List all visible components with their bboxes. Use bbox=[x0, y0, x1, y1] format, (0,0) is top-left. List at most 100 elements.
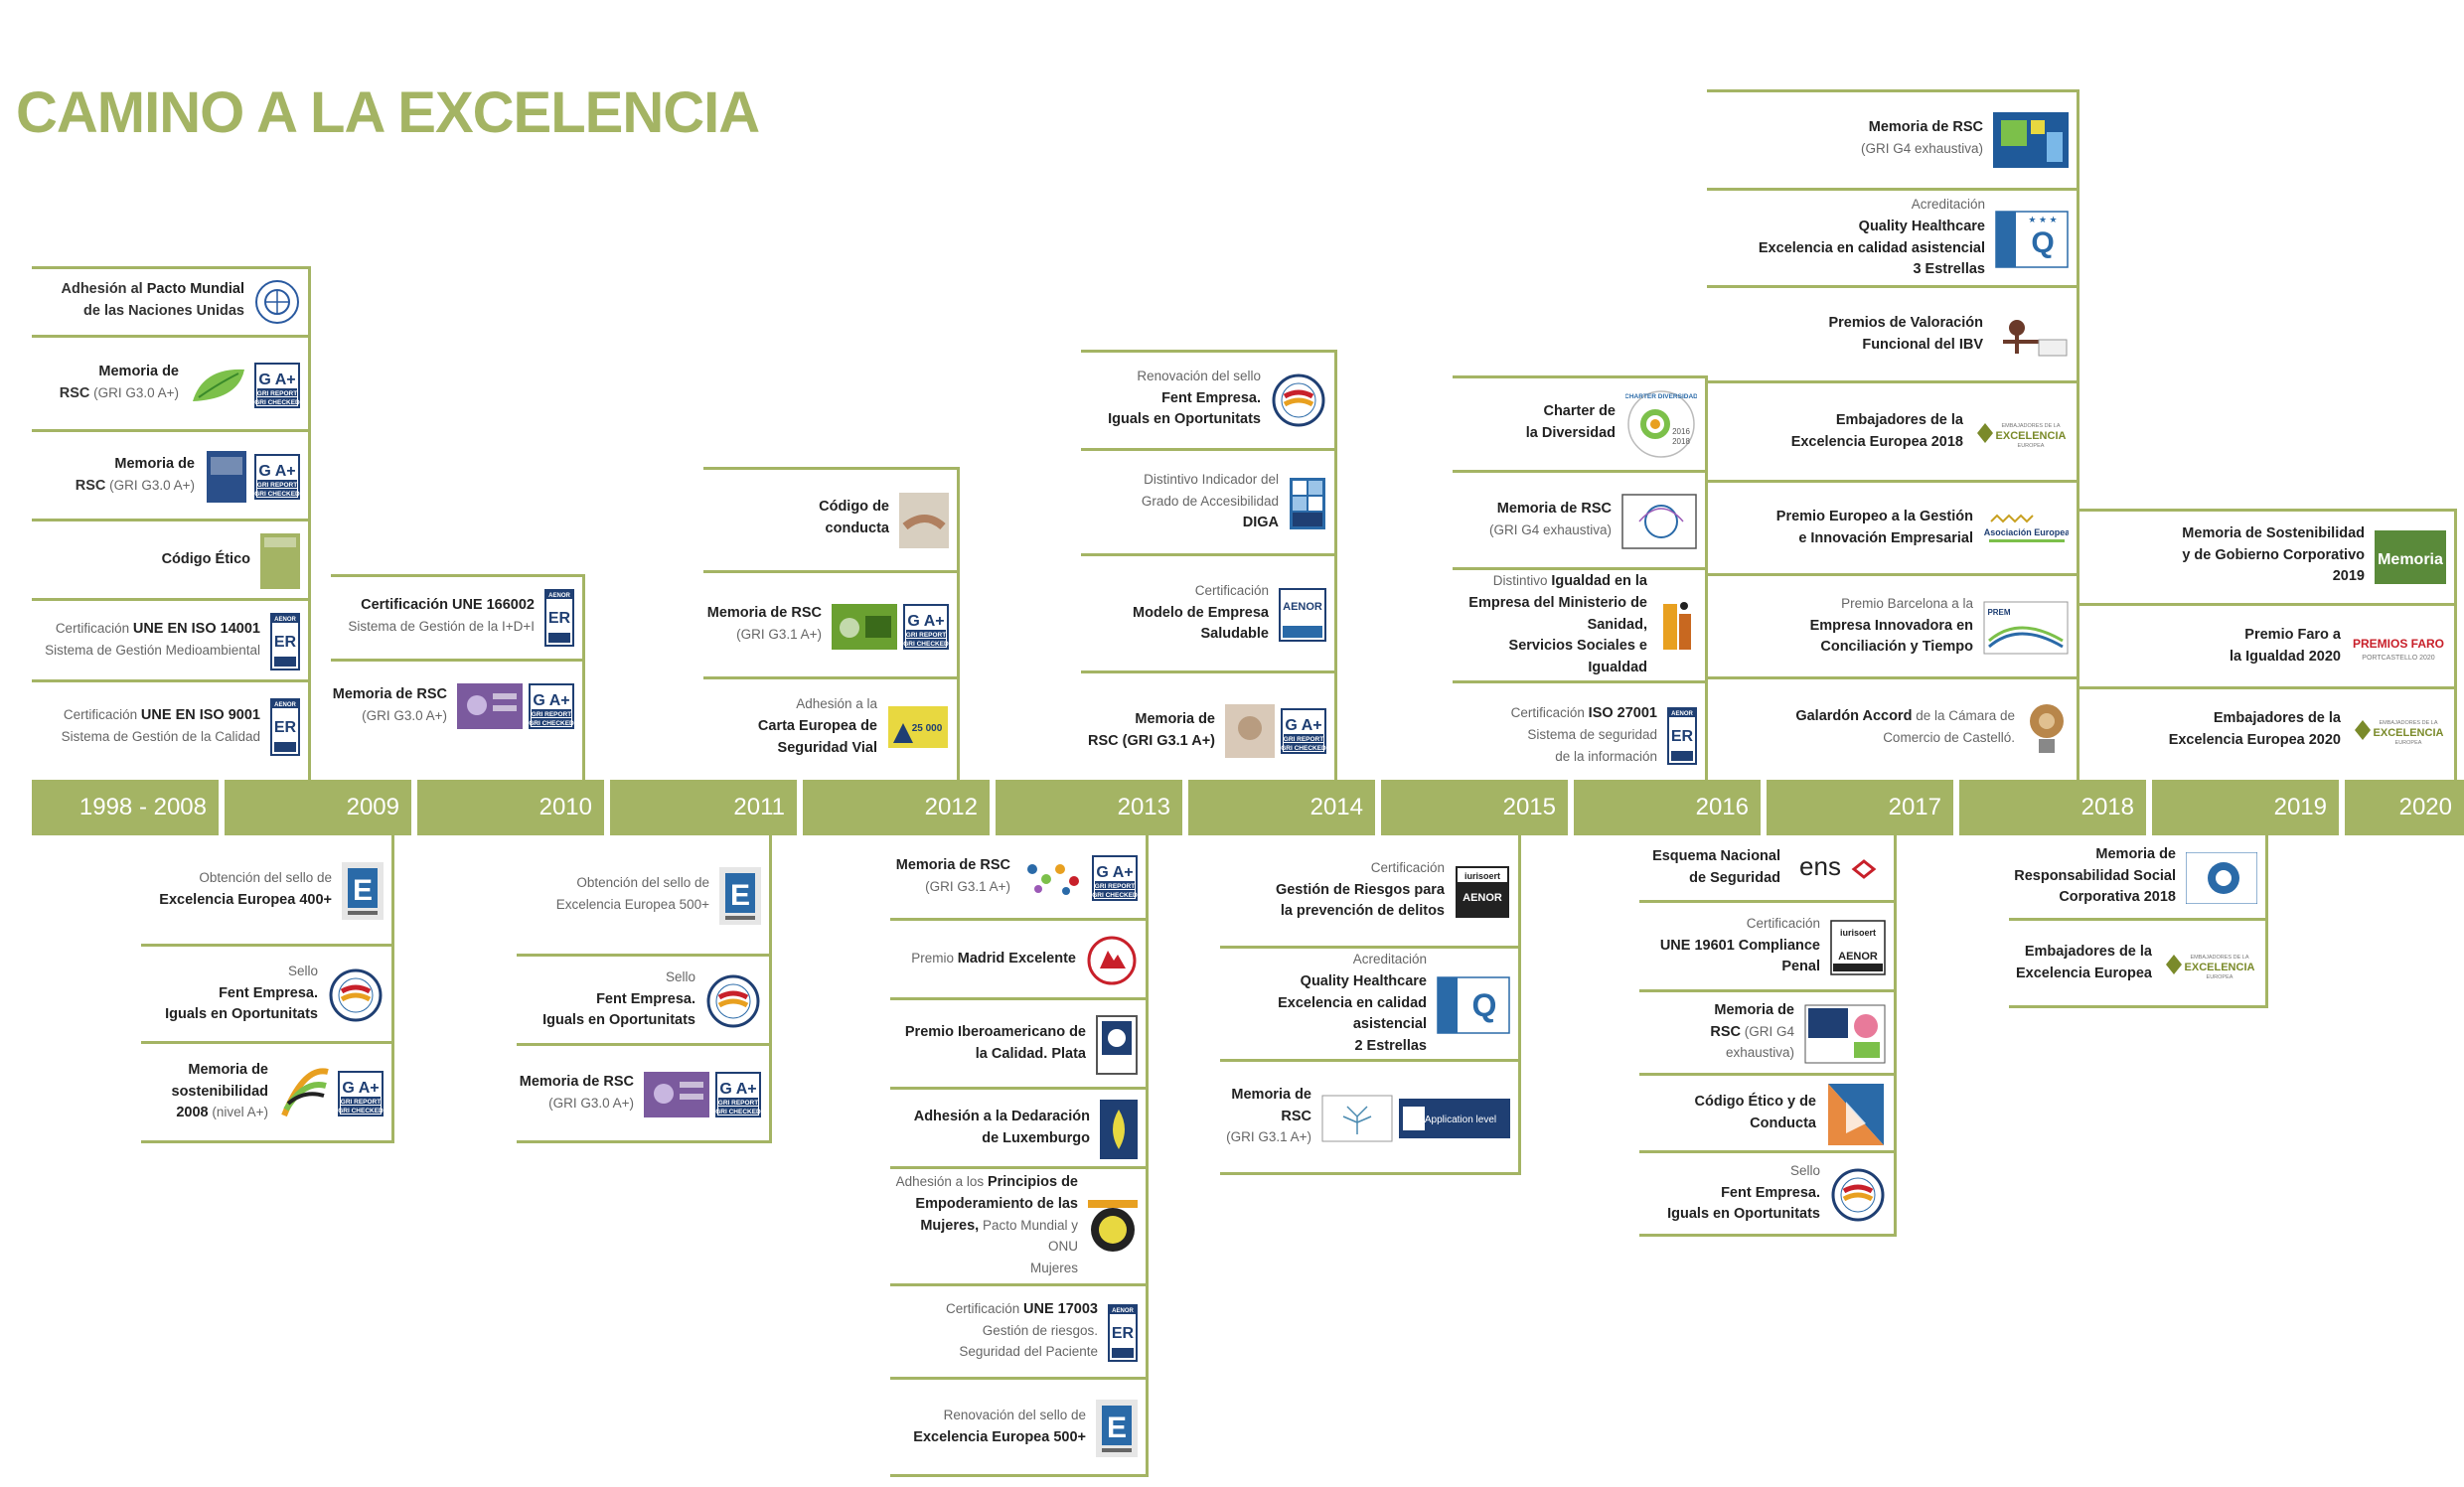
aenor-healthy-company-icon: AENOR bbox=[1279, 588, 1326, 642]
item-line: y de Gobierno Corporativo bbox=[2182, 545, 2365, 567]
svg-text:G A+: G A+ bbox=[342, 1080, 379, 1097]
item-text-span: Modelo de Empresa bbox=[1133, 604, 1269, 621]
item-text-span: Obtención del sello de bbox=[199, 869, 332, 885]
item-text-span: Certificación bbox=[1746, 915, 1820, 931]
item-text-span: Principios de bbox=[987, 1174, 1078, 1191]
item-text-span: Memoria de bbox=[98, 364, 179, 380]
item-text-span: Excelencia Europea 2020 bbox=[2168, 732, 2341, 748]
item-line: Conciliación y Tiempo bbox=[1820, 637, 1973, 659]
item-text-span: Certificación UNE 166002 bbox=[361, 596, 535, 613]
item-line: (GRI G4 exhaustiva) bbox=[1489, 520, 1612, 542]
timeline-item: Código Ético y de Conducta bbox=[1639, 1076, 1896, 1153]
item-text-span: Memoria de bbox=[188, 1061, 268, 1078]
item-text-span: Código Ético y de Conducta bbox=[1694, 1093, 1816, 1131]
item-text-span: Memoria de bbox=[1714, 1001, 1794, 1018]
item-text-span: e Innovación Empresarial bbox=[1798, 529, 1973, 546]
item-text-span: (GRI G3.1 A+) bbox=[925, 878, 1010, 894]
column-top-line bbox=[703, 467, 959, 470]
item-text-span: Sistema de seguridad bbox=[1527, 727, 1657, 743]
item-text-span: Iguals en Oportunitats bbox=[542, 1012, 695, 1029]
item-text-span: Iguals en Oportunitats bbox=[1108, 411, 1261, 428]
item-line: Galardón Accord de la Cámara de bbox=[1795, 706, 2015, 728]
item-text-span: Embajadores de la bbox=[1835, 411, 1963, 428]
column-line bbox=[2265, 835, 2268, 1008]
svg-text:Memoria: Memoria bbox=[2378, 551, 2443, 568]
svg-text:E: E bbox=[1107, 1412, 1127, 1444]
item-text-span: Sello bbox=[287, 963, 318, 978]
rsc-report-blue-icon bbox=[1993, 112, 2069, 168]
item-text-span: Empoderamiento de las bbox=[915, 1195, 1078, 1212]
tree-report-icon bbox=[1321, 1095, 1393, 1142]
equality-distinction-icon bbox=[1657, 598, 1697, 656]
item-text-span: Excelencia en calidad asistencial bbox=[1758, 239, 1985, 256]
svg-text:GRI REPORT: GRI REPORT bbox=[1284, 736, 1323, 743]
year-2011: 2011 bbox=[610, 780, 797, 835]
item-line: Memoria de RSC bbox=[707, 603, 822, 625]
column-top-line bbox=[32, 266, 310, 269]
svg-text:E: E bbox=[730, 879, 750, 912]
year-2017: 2017 bbox=[1767, 780, 1953, 835]
item-text-span: Excelencia Europea 500+ bbox=[555, 896, 709, 912]
year-2018: 2018 bbox=[1959, 780, 2146, 835]
year-2016: 2016 bbox=[1574, 780, 1761, 835]
item-text-span: 2008 bbox=[176, 1105, 209, 1121]
year-2013: 2013 bbox=[996, 780, 1182, 835]
item-text-span: Premio bbox=[911, 950, 958, 966]
item-line: de Seguridad bbox=[1689, 868, 1780, 890]
item-line: Fent Empresa. bbox=[219, 983, 318, 1005]
item-text: Memoria de RSC(GRI G4 exhaustiva) bbox=[1489, 473, 1612, 567]
item-text-span: Sistema de Gestión de la I+D+I bbox=[348, 618, 535, 634]
item-text-span: Empresa Innovadora en bbox=[1809, 617, 1973, 634]
item-line: Memoria de bbox=[98, 362, 179, 383]
item-text-span: Grado de Accesibilidad bbox=[1141, 493, 1279, 509]
year-label: 2010 bbox=[539, 794, 592, 820]
year-label: 2020 bbox=[2398, 794, 2452, 820]
year-2015: 2015 bbox=[1381, 780, 1568, 835]
item-line: Sello bbox=[288, 962, 318, 983]
item-text-span: Sistema de Gestión Medioambiental bbox=[45, 642, 260, 658]
item-line: (GRI G3.0 A+) bbox=[548, 1094, 634, 1115]
year-label: 2014 bbox=[1309, 794, 1363, 820]
item-text-span: Distintivo Indicador del bbox=[1144, 471, 1279, 487]
item-text-span: Certificación bbox=[1370, 859, 1445, 875]
item-line: Sistema de Gestión de la I+D+I bbox=[348, 617, 535, 639]
item-line: e Innovación Empresarial bbox=[1798, 528, 1973, 550]
item-text-span: RSC (GRI G3.1 A+) bbox=[1088, 733, 1215, 749]
item-line: Seguridad del Paciente bbox=[959, 1342, 1098, 1364]
svg-text:GRI CHECKED: GRI CHECKED bbox=[254, 491, 300, 498]
svg-text:EXCELENCIA: EXCELENCIA bbox=[1996, 430, 2067, 442]
item-text-span: Excelencia Europea 2018 bbox=[1790, 433, 1963, 450]
item-text-span: Certificación bbox=[946, 1300, 1024, 1316]
svg-text:GRI REPORT: GRI REPORT bbox=[257, 390, 297, 397]
item-line: DIGA bbox=[1243, 513, 1279, 534]
item-line: Fent Empresa. bbox=[596, 989, 695, 1011]
item-line: Memoria de RSC bbox=[1497, 499, 1612, 520]
item-line: Premio Iberoamericano de bbox=[905, 1022, 1086, 1044]
item-line: Embajadores de la bbox=[2025, 942, 2152, 964]
